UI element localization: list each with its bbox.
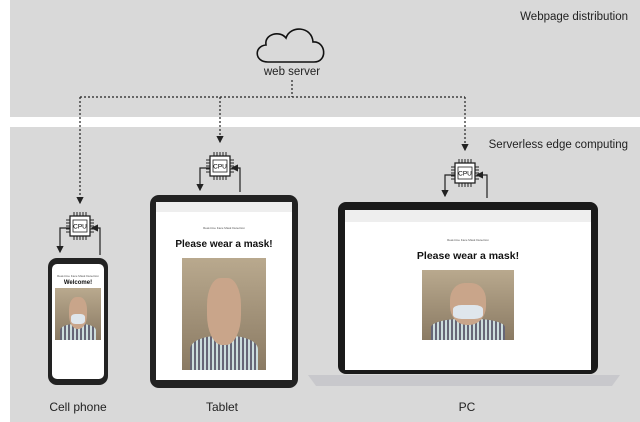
cpu-icon: CPU [206,152,234,180]
section-title-edge-computing: Serverless edge computing [488,139,628,151]
page-heading: Welcome! [63,280,93,286]
app-title: Real-time Face Mask Detection [203,226,245,230]
page-heading: Please wear a mask! [416,250,520,262]
laptop-screen: Real-time Face Mask Detection Please wea… [345,210,591,370]
section-title-webpage-distribution: Webpage distribution [520,11,628,23]
camera-feed [55,288,101,340]
tablet-screen: Real-time Face Mask Detection Please wea… [156,202,292,380]
svg-text:CPU: CPU [458,171,472,178]
cpu-icon: CPU [451,159,479,187]
camera-feed [182,258,266,370]
laptop-base [308,375,620,386]
cpu-icon: CPU [66,212,94,240]
device-label-cell-phone: Cell phone [49,400,107,414]
app-title: Real-time Face Mask Detection [447,238,489,242]
cloud-icon [256,28,325,63]
distribution-lines [76,80,469,205]
svg-text:CPU: CPU [213,164,227,171]
svg-text:CPU: CPU [73,224,87,231]
camera-feed [422,270,514,340]
app-title: Real-time Face Mask Detection [57,274,99,278]
page-heading: Please wear a mask! [175,239,273,250]
device-label-pc: PC [458,400,476,414]
phone-screen: Real-time Face Mask Detection Welcome! [52,264,104,379]
device-label-tablet: Tablet [205,400,239,414]
cpu-device-arrows [56,164,488,255]
web-server-label: web server [263,66,321,78]
